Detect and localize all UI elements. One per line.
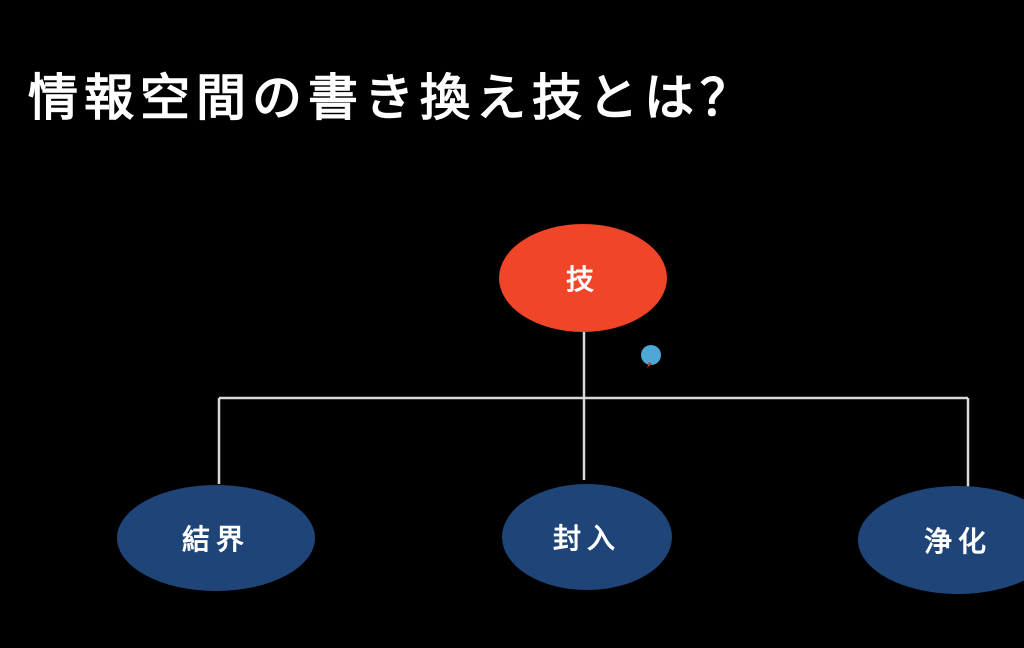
root-node-shape: [499, 224, 667, 332]
child-node-shape: [502, 484, 672, 590]
child-node-jouka: 浄化: [858, 486, 1024, 594]
pointer-circle: [641, 345, 661, 365]
child-node-shape: [117, 485, 315, 591]
child-node-shape: [858, 486, 1024, 594]
pointer-icon: [641, 345, 661, 368]
root-node-label: 技: [566, 263, 600, 296]
child-node-label: 浄化: [924, 525, 992, 558]
child-node-label: 結界: [182, 523, 250, 556]
child-node-kekkai: 結界: [117, 485, 315, 591]
slide-title: 情報空間の書き換え技とは？: [28, 69, 756, 127]
child-node-label: 封入: [553, 522, 621, 555]
root-node: 技: [499, 224, 667, 332]
child-node-fuunyuu: 封入: [502, 484, 672, 590]
